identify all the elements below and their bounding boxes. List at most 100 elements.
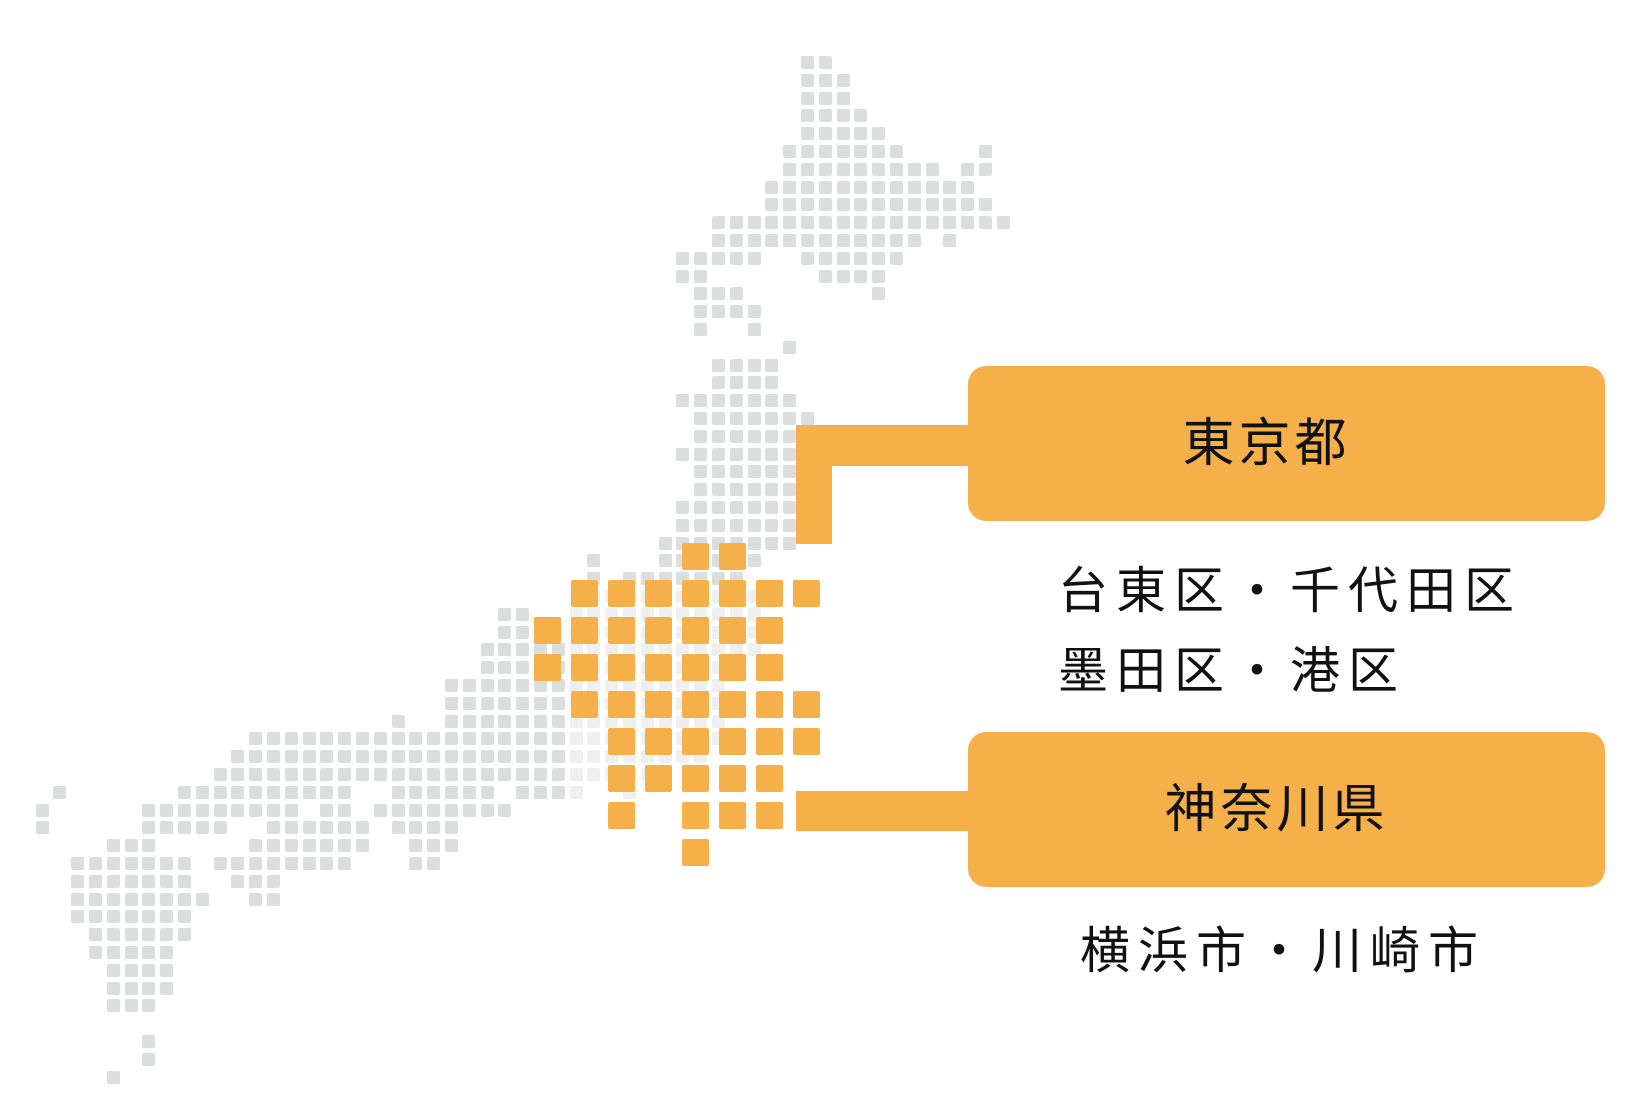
map-dot: [107, 964, 120, 977]
map-dot: [837, 74, 850, 87]
map-dot: [498, 608, 511, 621]
map-dot: [160, 857, 173, 870]
map-dot: [516, 732, 529, 745]
map-dot: [498, 626, 511, 639]
map-dot: [694, 679, 707, 692]
map-dot: [71, 875, 84, 888]
map-dot: [872, 163, 885, 176]
map-dot: [694, 430, 707, 443]
map-dot: [498, 643, 511, 656]
map-dot: [943, 216, 956, 229]
map-dot: [748, 643, 761, 656]
map-dot: [890, 181, 903, 194]
map-dot: [392, 715, 405, 728]
map-dot: [231, 750, 244, 763]
map-dot: [392, 804, 405, 817]
map-dot: [854, 198, 867, 211]
map-dot: [765, 216, 778, 229]
map-dot: [837, 92, 850, 105]
map-dot: [89, 893, 102, 906]
highlight-dot: [608, 765, 635, 792]
map-dot: [730, 465, 743, 478]
map-dot: [427, 750, 440, 763]
map-dot: [142, 839, 155, 852]
map-dot: [267, 857, 280, 870]
map-dot: [587, 554, 600, 567]
map-dot: [178, 857, 191, 870]
map-dot: [214, 821, 227, 834]
map-dot: [730, 448, 743, 461]
map-dot: [285, 768, 298, 781]
map-dot: [570, 732, 583, 745]
map-dot: [160, 964, 173, 977]
map-dot: [142, 1053, 155, 1066]
map-dot: [694, 448, 707, 461]
map-dot: [801, 92, 814, 105]
kanagawa-label-box: 神奈川県: [968, 732, 1605, 887]
map-dot: [498, 750, 511, 763]
map-dot: [427, 821, 440, 834]
map-dot: [196, 821, 209, 834]
map-dot: [694, 501, 707, 514]
map-dot: [267, 750, 280, 763]
map-dot: [819, 145, 832, 158]
highlight-dot: [571, 580, 598, 607]
highlight-dot: [645, 765, 672, 792]
map-dot: [587, 732, 600, 745]
map-dot: [570, 643, 583, 656]
map-dot: [748, 501, 761, 514]
map-dot: [516, 768, 529, 781]
map-dot: [587, 643, 600, 656]
tokyo-areas-line-2: 墨田区・港区: [1058, 642, 1406, 700]
map-dot: [783, 448, 796, 461]
map-dot: [908, 163, 921, 176]
map-dot: [481, 732, 494, 745]
map-dot: [926, 216, 939, 229]
map-dot: [712, 216, 725, 229]
map-dot: [748, 537, 761, 550]
map-dot: [819, 198, 832, 211]
map-dot: [374, 768, 387, 781]
map-dot: [730, 519, 743, 532]
map-dot: [854, 270, 867, 283]
map-dot: [320, 750, 333, 763]
map-dot: [214, 804, 227, 817]
map-dot: [427, 786, 440, 799]
map-dot: [570, 715, 583, 728]
map-dot: [748, 359, 761, 372]
map-dot: [712, 394, 725, 407]
map-dot: [267, 821, 280, 834]
map-dot: [107, 875, 120, 888]
map-dot: [249, 750, 262, 763]
map-dot: [231, 857, 244, 870]
map-dot: [659, 554, 672, 567]
map-dot: [214, 786, 227, 799]
map-dot: [730, 252, 743, 265]
map-dot: [854, 145, 867, 158]
map-dot: [819, 56, 832, 69]
map-dot: [445, 768, 458, 781]
map-dot: [178, 875, 191, 888]
map-dot: [409, 804, 422, 817]
highlight-dot: [608, 654, 635, 681]
map-dot: [160, 893, 173, 906]
map-dot: [801, 74, 814, 87]
highlight-dot: [756, 728, 783, 755]
map-dot: [267, 839, 280, 852]
map-dot: [819, 234, 832, 247]
map-dot: [303, 786, 316, 799]
map-dot: [837, 181, 850, 194]
map-dot: [125, 857, 138, 870]
map-dot: [783, 341, 796, 354]
map-dot: [908, 181, 921, 194]
map-dot: [160, 982, 173, 995]
map-dot: [748, 394, 761, 407]
map-dot: [819, 163, 832, 176]
map-dot: [481, 750, 494, 763]
map-dot: [926, 181, 939, 194]
highlight-dot: [793, 728, 820, 755]
map-dot: [445, 679, 458, 692]
map-dot: [285, 786, 298, 799]
map-dot: [730, 643, 743, 656]
